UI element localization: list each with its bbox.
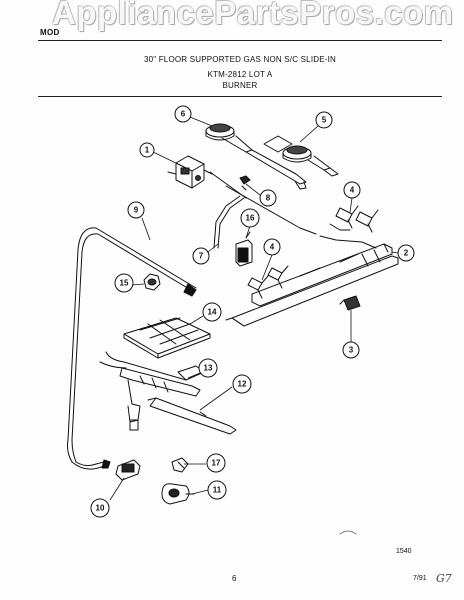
callout-1-circle	[139, 142, 155, 158]
part-17-clip-drawing	[171, 457, 189, 473]
callout-10-circle	[90, 498, 110, 518]
callout-13-label: 13	[204, 364, 213, 373]
handwritten-note: G7	[436, 572, 452, 585]
callout-7-label: 7	[199, 252, 204, 261]
leader-lines	[109, 116, 399, 501]
part-8-connector-drawing	[239, 175, 251, 191]
callout-10-label: 10	[96, 504, 105, 513]
part-4-valve-upper-drawing	[329, 205, 379, 233]
header-rule-top	[38, 40, 442, 41]
part-3-orifice-drawing	[339, 295, 361, 311]
part-15-nut-drawing	[143, 273, 161, 291]
page-number: 6	[232, 574, 237, 583]
part-14-tray-drawing	[123, 317, 211, 359]
part-11-clamp-drawing	[161, 483, 195, 505]
part-9-gas-tube-drawing	[67, 227, 197, 470]
part-6-burner-drawing	[205, 123, 307, 190]
diagram-code: 1540	[396, 548, 412, 555]
callout-12-label: 12	[238, 380, 247, 389]
model-number-label: MOD	[40, 28, 60, 37]
diagram-title: 30" FLOOR SUPPORTED GAS NON S/C SLIDE-IN	[143, 55, 337, 64]
callout-9-circle	[127, 201, 145, 219]
callout-6-label: 6	[181, 110, 186, 119]
callout-3-label: 3	[349, 346, 354, 355]
callout-7-circle	[192, 247, 210, 265]
callout-14-circle	[202, 302, 222, 322]
revision-date: 7/91	[413, 575, 427, 582]
callout-4a-label: 4	[350, 186, 355, 195]
callout-8-label: 8	[266, 194, 271, 203]
callout-12-circle	[232, 374, 252, 394]
scan-mark	[339, 530, 357, 535]
callout-5-circle	[315, 111, 333, 129]
callout-16-circle	[240, 208, 260, 228]
part-10-bracket-drawing	[115, 459, 141, 481]
part-7-tube-drawing	[209, 171, 317, 249]
callout-17-circle	[206, 453, 226, 473]
section-name: BURNER	[222, 81, 258, 90]
callout-11-label: 11	[213, 486, 222, 495]
part-13-oven-burner-drawing	[99, 351, 205, 431]
callout-16-label: 16	[246, 214, 255, 223]
callout-4b-label: 4	[270, 243, 275, 252]
header-rule-bottom	[38, 96, 442, 97]
callout-6-circle	[174, 105, 192, 123]
watermark-logo: AppliancePartsPros.com	[52, 0, 454, 31]
callout-11-circle	[207, 480, 227, 500]
part-5-burner-drawing	[263, 135, 339, 177]
part-1-regulator-drawing	[167, 155, 213, 189]
callout-5-label: 5	[322, 116, 327, 125]
callout-8-circle	[259, 189, 277, 207]
part-16-ignitor-drawing	[235, 231, 253, 267]
callout-4a-circle	[343, 181, 361, 199]
callout-17-label: 17	[212, 459, 221, 468]
callout-13-circle	[198, 358, 218, 378]
callout-9-label: 9	[134, 206, 139, 215]
part-12-burner-tube-drawing	[147, 397, 237, 435]
model-lot: KTM-2812 LOT A	[207, 70, 273, 79]
callout-15-label: 15	[120, 279, 129, 288]
callout-2-circle	[397, 244, 415, 262]
callout-14-label: 14	[208, 308, 217, 317]
callout-3-circle	[342, 341, 360, 359]
callout-2-label: 2	[404, 249, 409, 258]
part-2-manifold-drawing	[225, 235, 399, 327]
callout-4b-circle	[263, 238, 281, 256]
callout-1-label: 1	[145, 146, 150, 155]
callout-15-circle	[114, 273, 134, 293]
